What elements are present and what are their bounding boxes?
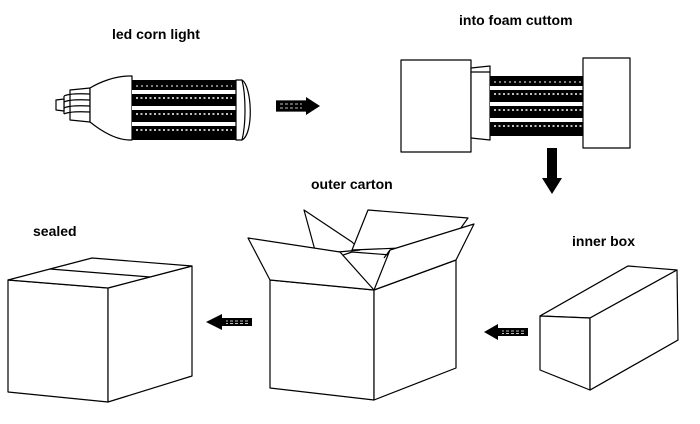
foam-packed-light-illustration [400, 57, 631, 153]
outer-carton-front [269, 279, 375, 401]
arrow-right-icon [276, 97, 320, 115]
led-body [132, 80, 236, 140]
inner-box-side [589, 269, 679, 391]
left-foam-block [400, 59, 472, 153]
foam-led-body [490, 76, 586, 136]
outer-carton-illustration [247, 209, 475, 401]
label-inner-box: inner box [572, 233, 636, 249]
sealed-box-front [7, 279, 109, 403]
led-corn-light-illustration [55, 75, 251, 141]
inner-box-front [539, 315, 591, 391]
label-sealed: sealed [33, 223, 77, 239]
label-into-foam: into foam cuttom [459, 12, 573, 28]
arrow-left-icon-2 [206, 314, 252, 330]
screw-base [55, 87, 91, 123]
bulb-housing [89, 75, 133, 141]
label-outer-carton: outer carton [311, 176, 393, 192]
tape-seam [49, 268, 151, 278]
arrow-down-icon [542, 148, 562, 194]
sealed-box-side [107, 265, 193, 403]
arrow-left-icon [484, 324, 528, 340]
front-right-flap [373, 223, 475, 291]
sealed-box-illustration [7, 257, 193, 403]
inner-box-illustration [539, 265, 679, 391]
front-left-flap [247, 237, 375, 291]
label-led-corn-light: led corn light [112, 26, 200, 42]
right-foam-block [582, 57, 631, 149]
